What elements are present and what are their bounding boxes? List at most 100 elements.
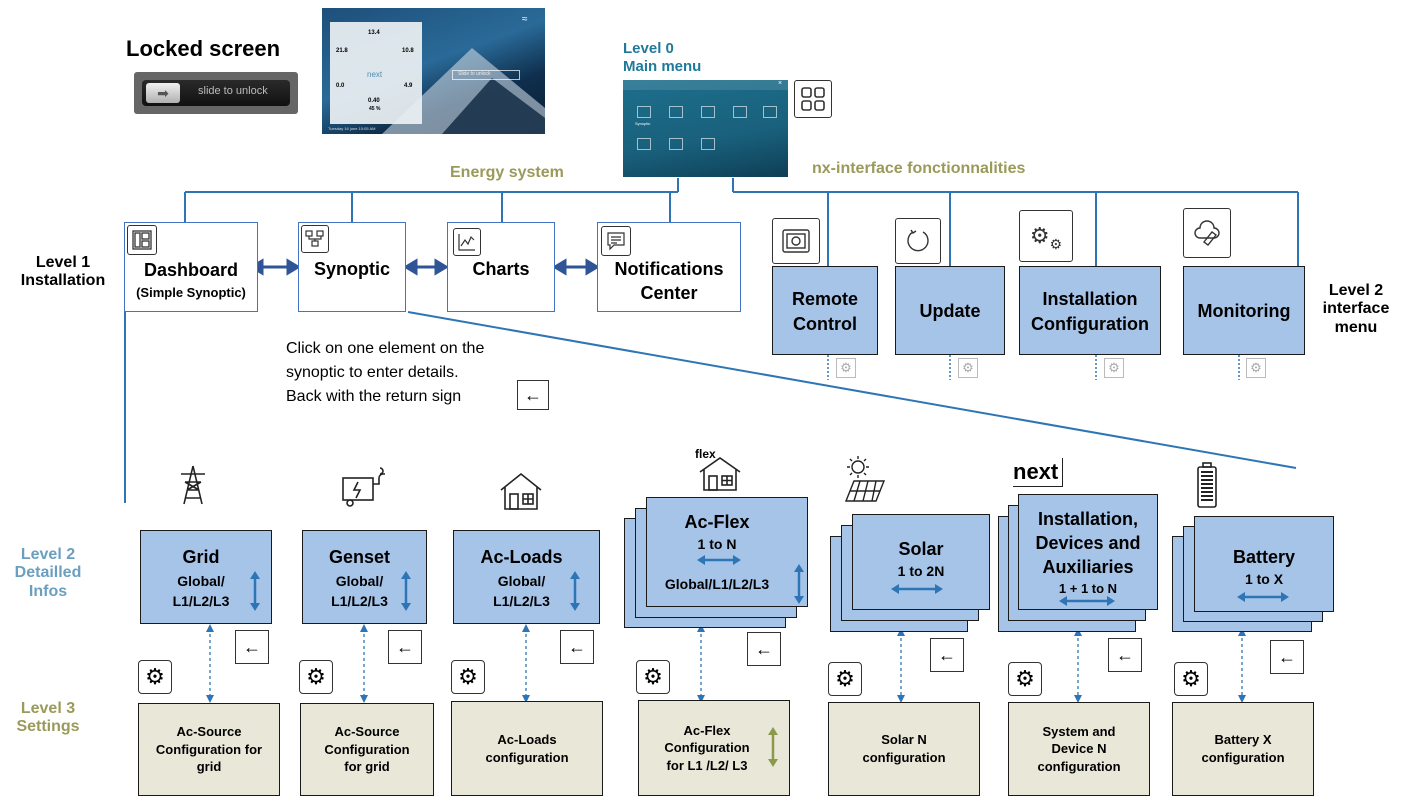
level1-label: Level 1 Installation xyxy=(16,254,110,291)
preview-slide-field xyxy=(452,70,520,80)
notifications-box[interactable]: Notifications Center xyxy=(597,222,741,312)
preview-slide-hint: Slide to unlock xyxy=(458,71,491,77)
grid-settings-l3: grid xyxy=(196,759,222,775)
install-back-button[interactable]: ← xyxy=(1108,638,1142,672)
genset-phases: L1/L2/L3 xyxy=(331,593,388,609)
acloads-title: Ac-Loads xyxy=(480,547,563,567)
main-menu-topbar xyxy=(623,80,788,90)
dashboard-box[interactable]: Dashboard (Simple Synoptic) xyxy=(124,222,258,312)
update-box[interactable]: Update xyxy=(895,266,1005,355)
update-title: Update xyxy=(919,301,981,321)
acloads-global: Global/ xyxy=(497,573,546,589)
instruction-line-2: synoptic to enter details. xyxy=(286,364,459,381)
solar-box[interactable]: Solar 1 to 2N xyxy=(852,514,990,610)
preview-tile-6: 0.40 xyxy=(368,98,380,104)
acloads-settings-gear-icon[interactable]: ⚙ xyxy=(451,660,485,694)
house-icon xyxy=(497,470,545,517)
menu-item-8[interactable] xyxy=(701,138,715,150)
solar-settings-l2: configuration xyxy=(862,750,946,765)
menu-item-6[interactable] xyxy=(637,138,651,150)
synoptic-box[interactable]: Synoptic xyxy=(298,222,406,312)
preview-tile-4: 4.9 xyxy=(404,83,413,89)
slider-knob[interactable]: ➡ xyxy=(146,83,180,103)
remote-control-line1: Remote xyxy=(791,289,858,309)
preview-footer: Tuesday 16 june 10:05 AM xyxy=(328,126,376,131)
installation-config-box[interactable]: Installation Configuration xyxy=(1019,266,1161,355)
battery-icon xyxy=(1196,462,1218,513)
battery-back-button[interactable]: ← xyxy=(1270,640,1304,674)
preview-brand-icon: ≈ xyxy=(522,14,528,25)
genset-settings-gear-icon[interactable]: ⚙ xyxy=(299,660,333,694)
menu-item-1[interactable] xyxy=(637,106,651,118)
solar-settings-gear-icon[interactable]: ⚙ xyxy=(828,662,862,696)
acflex-settings-updown-arrow xyxy=(768,727,778,767)
level0-sublabel: Main menu xyxy=(623,58,702,75)
install-devices-l1: Installation, xyxy=(1037,509,1138,529)
instruction-line-1: Click on one element on the xyxy=(286,340,485,357)
battery-title: Battery xyxy=(1232,547,1296,567)
acloads-box[interactable]: Ac-Loads Global/ L1/L2/L3 xyxy=(453,530,600,624)
acflex-settings-gear-icon[interactable]: ⚙ xyxy=(636,660,670,694)
solar-back-button[interactable]: ← xyxy=(930,638,964,672)
level3-label: Level 3 Settings xyxy=(0,700,96,737)
grid-title: Grid xyxy=(182,547,220,567)
grid-box[interactable]: Grid Global/ L1/L2/L3 xyxy=(140,530,272,624)
menu-item-5[interactable] xyxy=(763,106,777,118)
acflex-range: 1 to N xyxy=(697,536,737,552)
grid-settings-gear-icon[interactable]: ⚙ xyxy=(138,660,172,694)
level2-details-label: Level 2 Detailled Infos xyxy=(0,546,96,601)
genset-back-button[interactable]: ← xyxy=(388,630,422,664)
acflex-settings-l2: Configuration xyxy=(664,740,750,756)
menu-item-4[interactable] xyxy=(733,106,747,118)
preview-panel xyxy=(330,22,422,124)
monitoring-settings-gear-icon[interactable]: ⚙ xyxy=(1246,358,1266,378)
grid-global: Global/ xyxy=(177,573,225,589)
level1-sublabel: Installation xyxy=(20,272,106,290)
main-menu-preview[interactable]: × Synoptic xyxy=(623,80,788,177)
menu-item-7[interactable] xyxy=(669,138,683,150)
remote-control-line2: Control xyxy=(793,314,857,334)
genset-box[interactable]: Genset Global/ L1/L2/L3 xyxy=(302,530,427,624)
acflex-box[interactable]: Ac-Flex 1 to N Global/L1/L2/L3 xyxy=(646,497,808,607)
dashboard-icon xyxy=(127,225,157,255)
remote-control-box[interactable]: Remote Control xyxy=(772,266,878,355)
battery-range: 1 to X xyxy=(1244,571,1284,587)
acloads-phases: L1/L2/L3 xyxy=(493,593,550,609)
solar-range: 1 to 2N xyxy=(897,563,945,579)
genset-icon xyxy=(340,466,388,513)
acflex-leftright-arrow xyxy=(697,555,741,565)
acflex-back-button[interactable]: ← xyxy=(747,632,781,666)
remote-settings-gear-icon[interactable]: ⚙ xyxy=(836,358,856,378)
acloads-back-button[interactable]: ← xyxy=(560,630,594,664)
menu-item-2[interactable] xyxy=(669,106,683,118)
level2-details-label-3: Infos xyxy=(28,582,68,600)
grid-back-button[interactable]: ← xyxy=(235,630,269,664)
grid-updown-arrow xyxy=(250,571,260,611)
monitoring-box[interactable]: Monitoring xyxy=(1183,266,1305,355)
installation-settings-gear-icon[interactable]: ⚙ xyxy=(1104,358,1124,378)
flex-icon-label: flex xyxy=(695,447,716,461)
slide-to-unlock-slider[interactable]: ➡ slide to unlock xyxy=(134,72,298,114)
level2-details-label-2: Detailled xyxy=(14,564,82,582)
menu-item-3[interactable] xyxy=(701,106,715,118)
install-settings-gear-icon[interactable]: ⚙ xyxy=(1008,662,1042,696)
level1-label-text: Level 1 xyxy=(35,254,91,271)
battery-box[interactable]: Battery 1 to X xyxy=(1194,516,1334,612)
battery-settings-gear-icon[interactable]: ⚙ xyxy=(1174,662,1208,696)
grid-settings-l1: Ac-Source xyxy=(176,724,242,740)
install-devices-box[interactable]: Installation, Devices and Auxiliaries 1 … xyxy=(1018,494,1158,610)
charts-box[interactable]: Charts xyxy=(447,222,555,312)
update-settings-gear-icon[interactable]: ⚙ xyxy=(958,358,978,378)
acflex-phases: Global/L1/L2/L3 xyxy=(664,576,770,592)
notification-icon xyxy=(601,226,631,256)
preview-percent: 45 % xyxy=(369,106,381,112)
main-menu-close-icon[interactable]: × xyxy=(778,80,783,87)
